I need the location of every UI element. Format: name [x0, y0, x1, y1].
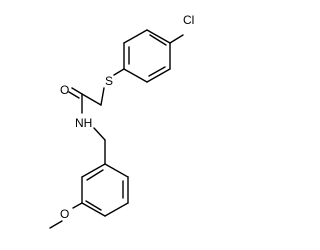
bond-ether-oxygen-to-methyl [49, 220, 63, 229]
ring2-double-c [86, 169, 104, 181]
molecule-diagram: Cl S O NH O [49, 13, 194, 229]
ring1-bond-f [123, 29, 148, 44]
ring2-bond-c [104, 202, 129, 217]
ring2-bond-f [81, 163, 106, 178]
bond-ch2-to-carbonyl [81, 93, 102, 106]
ether-oxygen-label: O [60, 207, 69, 221]
chlorophenyl-ring [123, 29, 171, 83]
ring1-bond-c [146, 68, 171, 83]
bond-sulfur-to-ch2 [100, 87, 105, 106]
carbonyl-double-a [71, 87, 83, 95]
bond-nitrogen-to-benzyl-ch2 [93, 127, 106, 141]
carbonyl-double-b [68, 91, 80, 99]
ring2-bond-d [81, 202, 106, 217]
amide-nitrogen-label: NH [75, 116, 92, 130]
bond-ring-to-sulfur [113, 68, 125, 76]
ring2-bond-a [104, 163, 129, 178]
methoxyphenyl-ring [81, 163, 129, 217]
ring2-double-b [85, 200, 102, 211]
structure-canvas: Cl S O NH O [49, 13, 195, 229]
chlorine-label: Cl [183, 13, 194, 27]
bond-ring-to-chlorine [169, 34, 184, 44]
ring1-double-b [148, 66, 166, 77]
sulfur-label: S [105, 74, 113, 88]
ring1-bond-a [146, 29, 171, 44]
carbonyl-oxygen-label: O [60, 83, 69, 97]
bond-ring-to-ether-oxygen [72, 202, 83, 209]
ring1-bond-d [123, 68, 148, 83]
ring1-double-a [149, 34, 167, 46]
